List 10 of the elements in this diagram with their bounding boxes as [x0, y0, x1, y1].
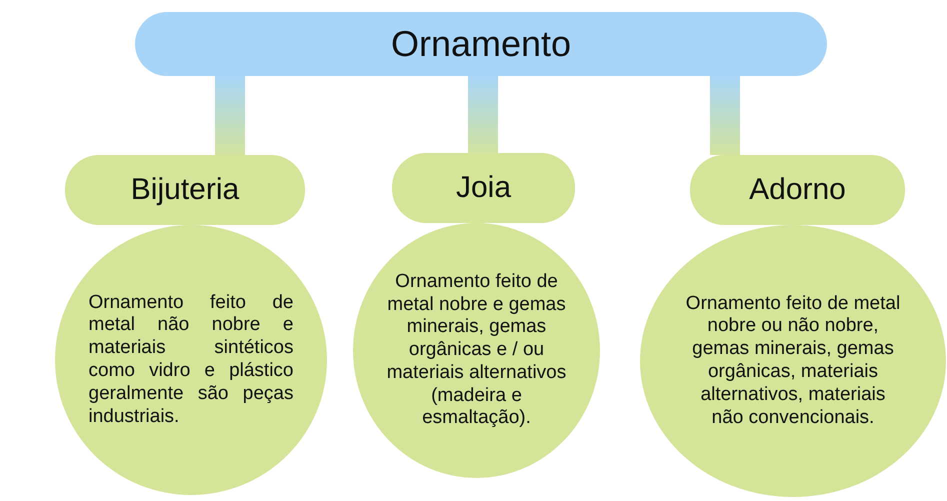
- category-label: Joia: [456, 171, 512, 205]
- connector-bar: [468, 76, 498, 153]
- category-label: Bijuteria: [130, 173, 240, 207]
- category-label: Adorno: [749, 173, 846, 207]
- connector-bar: [710, 76, 740, 155]
- category-label: Ornamento: [390, 23, 572, 65]
- description-text: Ornamento feito de metal não nobre e materiais sintéticos como vidro e plástico geralmente são peças industriais.: [88, 292, 294, 428]
- description-text: Ornamento feito de metal nobre ou não nobre, gemas minerais, gemas orgânicas, materiais alternativos, materiais não convencionais.: [684, 292, 902, 430]
- connector-bar: [215, 76, 245, 155]
- description-text: Ornamento feito de metal nobre e gemas minerais, gemas orgânicas e / ou materiais alternativos (madeira e esmaltação).: [386, 270, 568, 430]
